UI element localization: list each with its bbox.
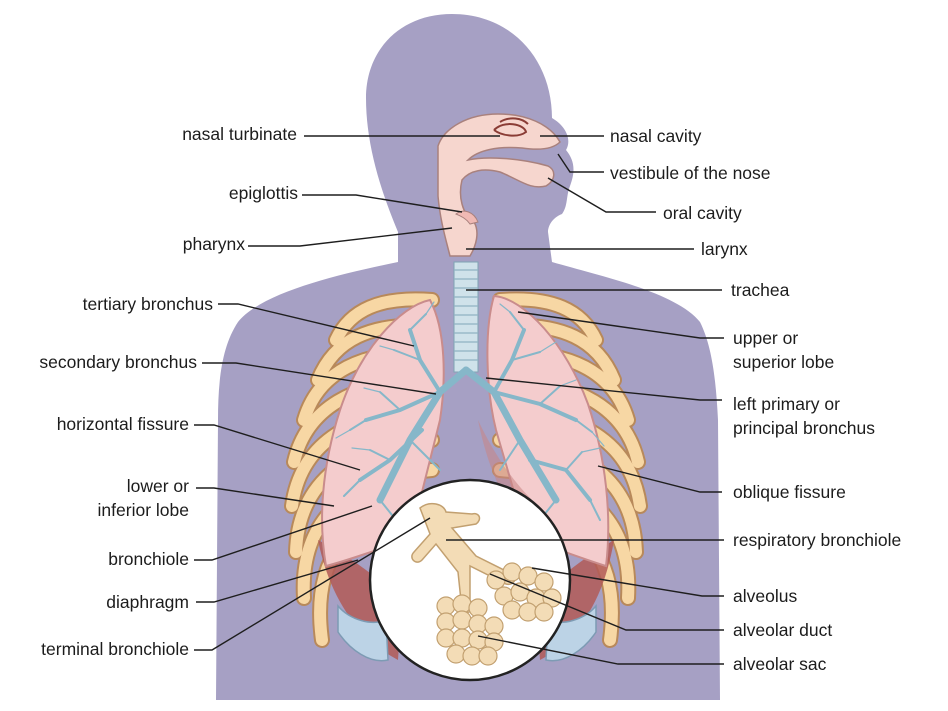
label-left-primary-bronchus: left primary or principal bronchus <box>733 392 875 440</box>
label-lower-lobe: lower or inferior lobe <box>98 474 189 522</box>
leader-alveolar-sac <box>477 635 724 665</box>
label-respiratory-bronchiole: respiratory bronchiole <box>733 530 902 550</box>
label-nasal-cavity: nasal cavity <box>610 126 702 146</box>
leader-tertiary-bronchus <box>218 303 415 347</box>
leader-terminal-bronchiole <box>194 517 431 651</box>
epiglottis-shape <box>455 210 479 225</box>
bronchial-tree <box>335 301 605 521</box>
label-alveolus: alveolus <box>733 586 798 606</box>
label-pharynx: pharynx <box>182 234 245 254</box>
nasal-turbinate-shape <box>493 117 529 137</box>
leader-lower-lobe <box>196 487 335 507</box>
label-oblique-fissure: oblique fissure <box>733 482 846 502</box>
label-lower-lobe-line-1: lower or <box>126 476 189 496</box>
leader-vestibule <box>557 153 604 173</box>
label-alveolar-sac: alveolar sac <box>733 654 827 674</box>
label-terminal-bronchiole: terminal bronchiole <box>41 639 189 659</box>
leader-bronchiole <box>194 505 373 561</box>
leader-left-primary-bronchus <box>485 377 722 401</box>
label-trachea: trachea <box>731 280 790 300</box>
label-vestibule: vestibule of the nose <box>610 163 771 183</box>
hip-shapes <box>337 603 597 662</box>
label-secondary-bronchus: secondary bronchus <box>39 352 197 372</box>
trachea-rings <box>454 269 478 361</box>
leader-oblique-fissure <box>597 465 722 493</box>
label-lower-lobe-line-2: inferior lobe <box>97 500 189 520</box>
leader-diaphragm <box>196 559 359 603</box>
label-oral-cavity: oral cavity <box>663 203 742 223</box>
label-upper-lobe-line-1: upper or <box>733 328 799 348</box>
leader-pharynx <box>248 227 453 247</box>
leader-alveolus <box>531 567 724 597</box>
leader-oral-cavity <box>547 177 656 213</box>
label-left-primary-bronchus-line-2: principal bronchus <box>733 418 876 438</box>
label-upper-lobe-line-2: superior lobe <box>733 352 835 372</box>
label-bronchiole: bronchiole <box>108 549 189 569</box>
alveoli-clusters <box>436 562 562 666</box>
label-left-primary-bronchus-line-1: left primary or <box>733 394 840 414</box>
leader-upper-lobe <box>517 311 724 339</box>
leader-lines <box>194 135 724 665</box>
label-larynx: larynx <box>701 239 748 259</box>
leader-horizontal-fissure <box>194 424 361 471</box>
label-horizontal-fissure: horizontal fissure <box>56 414 189 434</box>
label-alveolar-duct: alveolar duct <box>733 620 833 640</box>
label-upper-lobe: upper or superior lobe <box>733 326 834 374</box>
label-epiglottis: epiglottis <box>228 183 298 203</box>
label-diaphragm: diaphragm <box>106 592 189 612</box>
leader-epiglottis <box>302 194 463 213</box>
leader-alveolar-duct <box>489 573 724 631</box>
leader-secondary-bronchus <box>202 362 437 395</box>
label-tertiary-bronchus: tertiary bronchus <box>82 294 213 314</box>
label-nasal-turbinate: nasal turbinate <box>182 124 297 144</box>
